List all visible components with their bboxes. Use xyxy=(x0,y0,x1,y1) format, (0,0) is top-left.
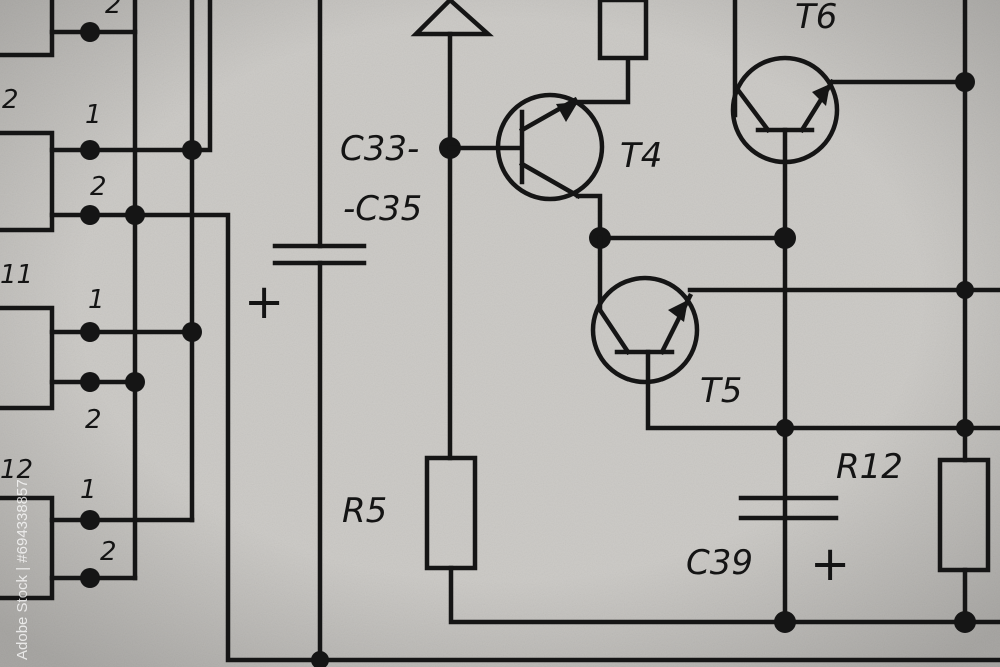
connector-label-12: 12 xyxy=(0,455,33,485)
diode-symbol xyxy=(410,0,494,461)
label-r5: R5 xyxy=(342,491,387,531)
resistor-top xyxy=(597,0,649,61)
pin-number: 2 xyxy=(2,85,19,115)
transistor-t5 xyxy=(590,235,1000,431)
label-c39: C39 xyxy=(686,543,753,583)
transistor-t4 xyxy=(447,57,631,241)
label-t6: T6 xyxy=(795,0,837,37)
pin-number: 1 xyxy=(88,285,105,315)
pin-number: 1 xyxy=(80,475,97,505)
connector-junction-dots xyxy=(80,22,202,588)
label-t4: T4 xyxy=(620,136,662,176)
resistor-r5 xyxy=(424,455,1000,625)
plus-sign-right: + xyxy=(810,536,850,592)
label-c35: -C35 xyxy=(343,189,422,229)
pin-number: 2 xyxy=(85,405,102,435)
pin-number: 2 xyxy=(100,537,117,567)
label-t5: T5 xyxy=(700,371,742,411)
pin-number: 2 xyxy=(90,172,107,202)
connector-label-11: 11 xyxy=(0,260,33,290)
transistor-t6 xyxy=(730,0,968,625)
stock-watermark: Adobe Stock | #694338857 xyxy=(14,479,31,660)
pin-number: 2 xyxy=(105,0,122,20)
electrolytic-capacitor-left xyxy=(272,0,367,663)
electrolytic-capacitor-c39 xyxy=(738,495,839,521)
connector-blocks xyxy=(0,0,55,601)
plus-sign-left: + xyxy=(244,274,284,330)
label-r12: R12 xyxy=(836,447,903,487)
label-c33: C33- xyxy=(340,129,419,169)
pin-number: 1 xyxy=(85,100,102,130)
